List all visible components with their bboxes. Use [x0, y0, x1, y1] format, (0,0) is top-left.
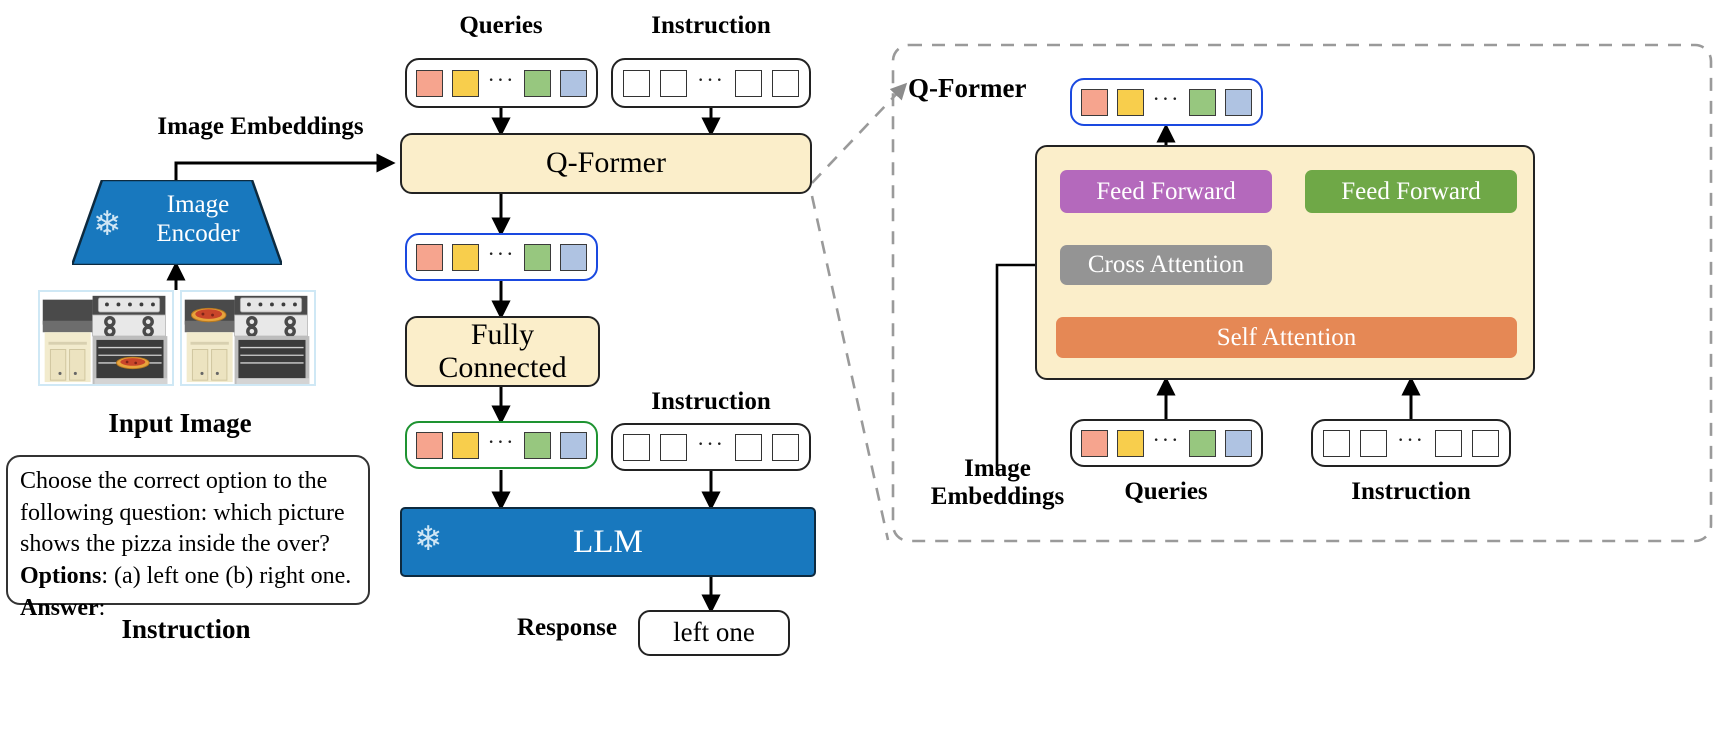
- self-attention-label: Self Attention: [1216, 323, 1357, 351]
- cross-attention-block[interactable]: Cross Attention: [1060, 245, 1272, 285]
- query-token-4: [560, 431, 588, 459]
- feed-forward-instruction-block[interactable]: Feed Forward: [1305, 170, 1517, 213]
- query-token-4: [560, 69, 588, 97]
- query-token-1: [415, 243, 443, 271]
- query-token-2: [1116, 88, 1144, 116]
- image-encoder-label-line1: Image: [166, 191, 230, 218]
- qformer-output-token-strip[interactable]: ···: [1070, 78, 1263, 126]
- token-ellipsis: ···: [1152, 86, 1181, 111]
- instruction-token-strip-mid[interactable]: ···: [611, 423, 811, 471]
- qformer-block[interactable]: Q-Former: [400, 133, 812, 194]
- query-token-1: [415, 69, 443, 97]
- input-thumbnail-left[interactable]: [38, 290, 174, 386]
- token-ellipsis: ···: [487, 429, 516, 454]
- fully-connected-line2: Connected: [438, 350, 567, 384]
- query-token-2: [1116, 429, 1144, 457]
- projected-tokens-strip[interactable]: ···: [405, 421, 598, 469]
- detail-instruction-token-strip[interactable]: ···: [1311, 419, 1511, 467]
- image-encoder-shape[interactable]: [72, 180, 282, 265]
- query-token-2: [451, 69, 479, 97]
- detail-queries-label: Queries: [1124, 478, 1208, 505]
- detail-queries-token-strip[interactable]: ···: [1070, 419, 1263, 467]
- query-token-3: [524, 243, 552, 271]
- detail-image-embeddings-label: Image Embeddings: [900, 455, 1095, 510]
- queries-label: Queries: [459, 12, 543, 39]
- query-token-3: [524, 69, 552, 97]
- token-ellipsis: ···: [487, 241, 516, 266]
- instruction-token-1: [1323, 429, 1350, 457]
- instruction-prompt-card: Choose the correct option to the followi…: [6, 455, 370, 621]
- token-ellipsis: ···: [487, 67, 516, 92]
- snowflake-icon: ❄: [93, 206, 122, 243]
- query-token-1: [415, 431, 443, 459]
- detail-image-embeddings-line2: Embeddings: [930, 482, 1065, 510]
- token-ellipsis: ···: [697, 67, 725, 92]
- prompt-options-value: : (a) left one (b) right one.: [101, 563, 352, 590]
- query-embeddings-strip[interactable]: ···: [405, 233, 598, 281]
- llm-block[interactable]: LLM: [400, 507, 816, 577]
- prompt-options-key: Options: [20, 563, 102, 590]
- query-token-4: [560, 243, 588, 271]
- response-label: Response: [516, 614, 617, 641]
- feed-forward-queries-block[interactable]: Feed Forward: [1060, 170, 1272, 213]
- instruction-token-4: [771, 69, 799, 97]
- input-image-label: Input Image: [108, 408, 252, 438]
- query-token-2: [451, 243, 479, 271]
- instruction-token-4: [771, 433, 799, 461]
- instruction-token-4: [1471, 429, 1499, 457]
- cross-attention-label: Cross Attention: [1087, 251, 1245, 278]
- qformer-block-label: Q-Former: [546, 146, 666, 180]
- snowflake-icon: ❄: [414, 521, 443, 558]
- prompt-answer-key: Answer: [20, 594, 99, 621]
- query-token-2: [451, 431, 479, 459]
- query-token-1: [1080, 429, 1108, 457]
- prompt-line-3: shows the pizza inside the over?: [20, 531, 330, 558]
- prompt-answer-value: :: [98, 594, 106, 621]
- prompt-line-1: Choose the correct option to the: [20, 468, 328, 494]
- image-embeddings-label: Image Embeddings: [157, 113, 364, 140]
- instruction-token-strip-top[interactable]: ···: [611, 58, 811, 108]
- instruction-token-2: [660, 433, 687, 461]
- token-ellipsis: ···: [697, 431, 725, 456]
- instruction-caption: Instruction: [121, 614, 251, 644]
- instruction-token-3: [1434, 429, 1462, 457]
- fully-connected-line1: Fully: [470, 318, 535, 352]
- image-encoder-label: Image Encoder: [128, 190, 268, 248]
- image-encoder-label-line2: Encoder: [156, 220, 240, 247]
- prompt-options-row: Options: (a) left one (b) right one.: [20, 561, 356, 593]
- query-token-3: [1189, 88, 1217, 116]
- input-thumbnail-right[interactable]: [180, 290, 316, 386]
- fully-connected-block[interactable]: Fully Connected: [405, 316, 600, 387]
- instruction-token-1: [623, 69, 650, 97]
- self-attention-block[interactable]: Self Attention: [1056, 317, 1517, 358]
- query-token-3: [524, 431, 552, 459]
- instruction-token-1: [623, 433, 650, 461]
- query-token-3: [1189, 429, 1217, 457]
- query-token-1: [1080, 88, 1108, 116]
- token-ellipsis: ···: [1152, 427, 1181, 452]
- detail-instruction-label: Instruction: [1351, 478, 1471, 505]
- feed-forward-instruction-label: Feed Forward: [1341, 177, 1481, 205]
- query-token-4: [1225, 88, 1253, 116]
- instruction-token-2: [1360, 429, 1387, 457]
- instruction-token-3: [734, 433, 762, 461]
- instruction-mid-label: Instruction: [651, 388, 771, 415]
- token-ellipsis: ···: [1397, 427, 1425, 452]
- instruction-token-3: [734, 69, 762, 97]
- instruction-token-2: [660, 69, 687, 97]
- prompt-answer-row: Answer:: [20, 593, 356, 625]
- queries-token-strip-top[interactable]: ···: [405, 58, 598, 108]
- query-token-4: [1225, 429, 1253, 457]
- feed-forward-queries-label: Feed Forward: [1096, 177, 1236, 205]
- llm-block-label: LLM: [573, 523, 643, 560]
- prompt-line-2: following question: which picture: [20, 499, 345, 526]
- instruction-top-label: Instruction: [651, 12, 771, 39]
- detail-image-embeddings-line1: Image: [964, 455, 1031, 482]
- response-value: left one: [673, 617, 755, 648]
- response-value-box: left one: [638, 610, 790, 656]
- qformer-detail-title: Q-Former: [908, 73, 1027, 103]
